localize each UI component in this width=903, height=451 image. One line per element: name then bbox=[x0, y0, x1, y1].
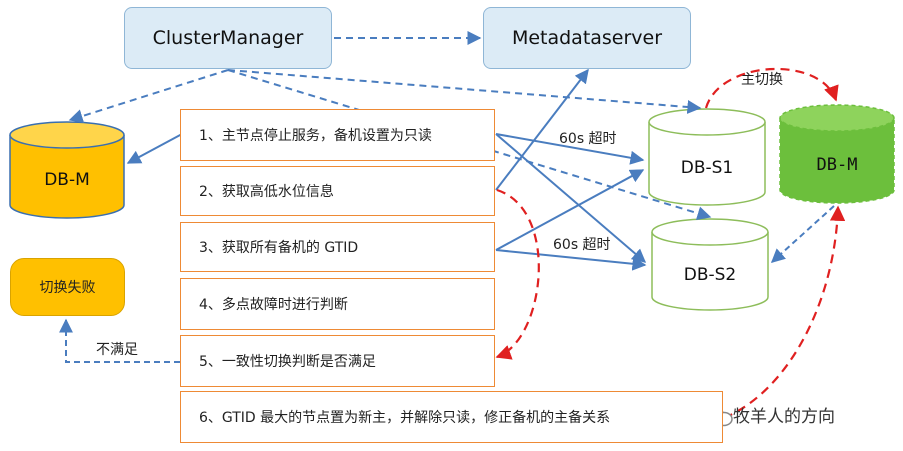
step2-to-step5-arrow bbox=[495, 188, 540, 360]
timeout-2-label: 60s 超时 bbox=[553, 237, 611, 253]
cm-to-dbm-arrow bbox=[68, 69, 229, 123]
db-s2-cylinder bbox=[651, 218, 769, 311]
dbm-right-to-dbs2-arrow bbox=[770, 205, 835, 263]
step6-to-dbm-arrow bbox=[723, 205, 846, 420]
db-m-right-cylinder bbox=[779, 104, 895, 204]
switch-label: 主切换 bbox=[741, 72, 783, 88]
step-1-box: 1、主节点停止服务，备机设置为只读 bbox=[180, 109, 495, 161]
db-m-left-cylinder bbox=[9, 121, 125, 219]
cm-to-dbs1-arrow bbox=[227, 69, 702, 114]
db-s2-label: DB-S2 bbox=[683, 265, 737, 285]
step-2-box: 2、获取高低水位信息 bbox=[180, 166, 495, 216]
timeout-1-label: 60s 超时 bbox=[559, 131, 617, 147]
step-5-text: 5、一致性切换判断是否满足 bbox=[199, 354, 376, 370]
step-6-text: 6、GTID 最大的节点置为新主，并解除只读，修正备机的主备关系 bbox=[199, 410, 611, 426]
step3-to-dbs1-arrow bbox=[495, 169, 645, 251]
step-2-text: 2、获取高低水位信息 bbox=[199, 184, 334, 200]
db-m-left-label: DB-M bbox=[44, 170, 90, 190]
step-3-box: 3、获取所有备机的 GTID bbox=[180, 222, 495, 272]
step5-to-fail-arrow bbox=[59, 318, 180, 363]
metadata-server-box: Metadataserver bbox=[483, 7, 691, 69]
step1-to-dbs1-arrow bbox=[495, 133, 645, 165]
watermark-text: 牧羊人的方向 bbox=[733, 407, 835, 427]
step2-to-meta-arrow bbox=[495, 68, 589, 191]
metadata-server-label: Metadataserver bbox=[511, 27, 663, 49]
step1-to-dbm-arrow bbox=[126, 133, 183, 164]
not-satisfied-label: 不满足 bbox=[96, 342, 138, 358]
db-s1-cylinder bbox=[648, 108, 766, 206]
step-4-text: 4、多点故障时进行判断 bbox=[199, 297, 348, 313]
step1-to-dbs2-arrow bbox=[495, 133, 647, 263]
db-s1-label: DB-S1 bbox=[680, 158, 734, 178]
cluster-manager-box: ClusterManager bbox=[124, 7, 332, 69]
step-6-box: 6、GTID 最大的节点置为新主，并解除只读，修正备机的主备关系 bbox=[180, 391, 723, 443]
step-5-box: 5、一致性切换判断是否满足 bbox=[180, 335, 495, 387]
step-3-text: 3、获取所有备机的 GTID bbox=[199, 240, 359, 256]
step3-to-dbs2-arrow bbox=[495, 249, 647, 271]
switch-fail-box: 切换失败 bbox=[10, 258, 125, 316]
step-1-text: 1、主节点停止服务，备机设置为只读 bbox=[199, 128, 432, 144]
db-m-right-label: DB-M bbox=[816, 155, 858, 175]
switch-fail-label: 切换失败 bbox=[39, 280, 96, 296]
switch-arc-arrow bbox=[704, 67, 839, 109]
step-4-box: 4、多点故障时进行判断 bbox=[180, 278, 495, 330]
cluster-manager-label: ClusterManager bbox=[152, 27, 304, 49]
